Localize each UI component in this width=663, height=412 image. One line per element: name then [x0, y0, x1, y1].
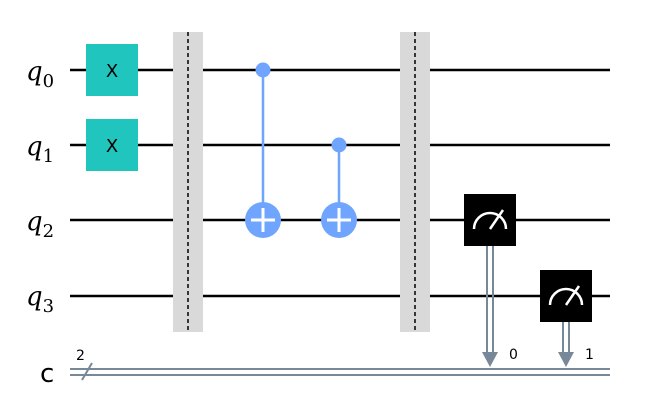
svg-text:q1: q1: [26, 132, 54, 167]
measure-arrow-icon: [558, 352, 574, 367]
classical-wire: [70, 368, 610, 376]
x-gate-label: X: [106, 136, 118, 157]
cnot-gate-q0-q2[interactable]: [245, 62, 281, 239]
cnot-control-dot: [255, 62, 271, 78]
qubit-label-q3: q3: [26, 282, 54, 317]
measure-bit-label: 0: [509, 347, 518, 363]
x-gate-q0[interactable]: X: [86, 44, 138, 96]
cnot-control-dot: [331, 137, 347, 153]
qubit-label-q2: q2: [26, 207, 54, 242]
cnot-gate-q1-q2[interactable]: [321, 137, 357, 239]
qubit-label-q1: q1: [26, 132, 54, 167]
meter-icon: [472, 209, 508, 230]
svg-text:q3: q3: [26, 282, 54, 317]
barrier-1: [173, 32, 203, 332]
x-gate-label: X: [106, 61, 118, 82]
measure-bit-label: 1: [585, 347, 594, 363]
svg-text:q0: q0: [26, 57, 54, 92]
svg-text:q2: q2: [26, 207, 54, 242]
measure-q2[interactable]: 0: [464, 194, 518, 367]
qubit-label-q0: q0: [26, 57, 54, 92]
meter-icon: [548, 285, 584, 306]
x-gate-q1[interactable]: X: [86, 119, 138, 171]
bus-slash-icon: [81, 362, 93, 381]
classical-register-label: c: [40, 359, 54, 389]
barrier-2: [400, 32, 430, 332]
classical-register-size: 2: [76, 348, 85, 364]
measure-arrow-icon: [482, 352, 498, 367]
measure-q3[interactable]: 1: [540, 270, 594, 367]
